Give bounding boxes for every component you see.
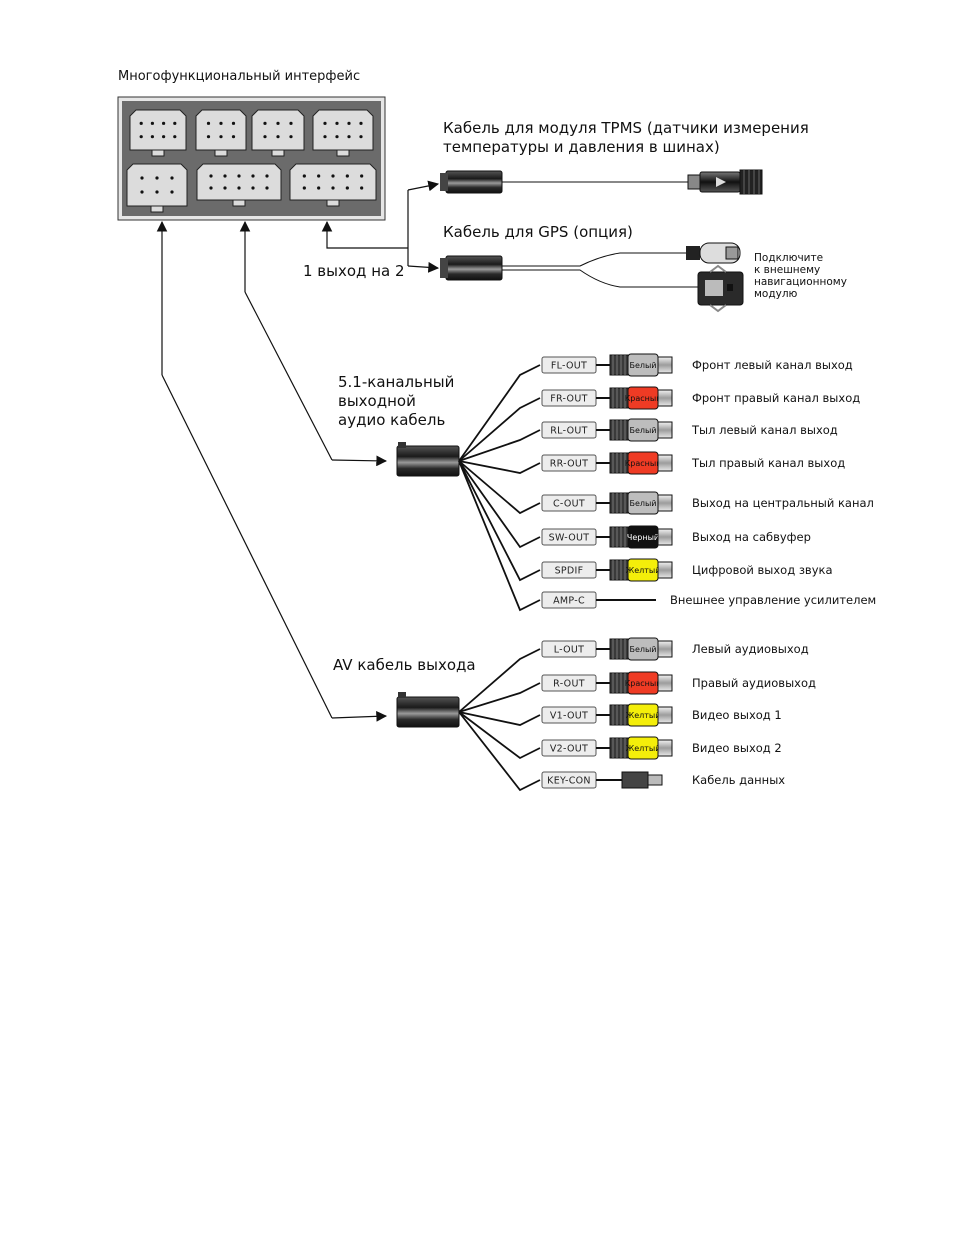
rca-color-name: Красный [625,459,662,468]
audio51-outputs-row-rl-out: RL-OUT Белый Тыл левый канал выход [458,418,838,462]
av-outputs-row-r-out: R-OUT Красный Правый аудиовыход [458,671,816,713]
av-outputs-row-v1-out: V1-OUT Желтый Видео выход 1 [458,703,782,727]
output-description: Тыл левый канал выход [691,423,838,437]
cable-tag: FR-OUT [550,394,587,405]
cable-tag: V2-OUT [550,744,588,755]
av-main-plug [396,692,460,728]
audio51-outputs: FL-OUT Белый Фронт левый канал выходFR-OUT… [458,353,876,612]
interface-title: Многофункциональный интерфейс [118,69,360,84]
rca-tip [657,739,673,757]
interface-connector-7 [289,163,377,207]
output-description: Тыл правый канал выход [691,456,845,470]
interface-connector-3 [251,109,305,157]
av-title: AV кабель выхода [333,656,476,674]
rca-tip [657,706,673,724]
rca-tip [657,528,673,546]
cable-tag: SPDIF [555,566,584,577]
interface-arrows [156,180,440,722]
cable-tag: FL-OUT [551,361,587,372]
cable-tag: L-OUT [554,645,585,656]
rca-tip [657,356,673,374]
rca-tip [657,561,673,579]
rca-color-name: Белый [629,361,656,370]
audio51-title-line1: 5.1-канальный [338,373,454,391]
audio51-outputs-row-fr-out: FR-OUT Красный Фронт правый канал выход [458,386,860,462]
cable-tag: RR-OUT [550,459,589,470]
rca-color-name: Белый [629,645,656,654]
output-description: Видео выход 2 [692,741,782,755]
output-description: Правый аудиовыход [692,676,816,690]
audio51-main-plug [396,442,460,477]
rca-color-name: Белый [629,499,656,508]
data-connector [621,771,649,789]
gps-title: Кабель для GPS (опция) [443,223,633,241]
gps-note-line3: навигационному [754,276,847,288]
interface-connector-5 [126,163,188,213]
rca-color-name: Желтый [626,566,661,575]
interface-connector-4 [312,109,374,157]
rca-color-name: Черный [627,533,659,542]
gps-note-line1: Подключите [754,252,823,264]
rca-color-name: Желтый [626,744,661,753]
gps-note-line4: модулю [754,288,798,300]
rca-color-name: Белый [629,426,656,435]
audio51-title-line3: аудио кабель [338,411,445,429]
gps-note: Подключите к внешнему навигационному мод… [754,252,847,300]
audio51-outputs-row-fl-out: FL-OUT Белый Фронт левый канал выход [458,353,853,462]
audio51-outputs-row-c-out: C-OUT Белый Выход на центральный канал [458,460,874,515]
multifunction-interface-block [117,96,386,221]
cable-tag: SW-OUT [549,533,590,544]
output-description: Выход на сабвуфер [692,530,811,544]
audio51-outputs-row-rr-out: RR-OUT Красный Тыл правый канал выход [458,451,845,475]
output-description: Фронт левый канал выход [692,358,853,372]
rca-tip [657,421,673,439]
audio51-title-line2: выходной [338,392,416,410]
output-description: Внешнее управление усилителем [670,593,876,607]
rca-tip [657,640,673,658]
cable-tag: R-OUT [553,679,585,690]
interface-connector-6 [196,163,282,207]
output-description: Видео выход 1 [692,708,782,722]
cable-tag: KEY-CON [547,776,591,787]
output-description: Выход на центральный канал [692,496,874,510]
splitter-label: 1 выход на 2 [303,262,405,280]
cable-tag: V1-OUT [550,711,588,722]
audio51-outputs-row-sw-out: SW-OUT Черный Выход на сабвуфер [458,460,811,549]
rca-tip [657,494,673,512]
output-description: Цифровой выход звука [692,563,833,577]
gps-cable [440,242,744,313]
output-description: Левый аудиовыход [692,642,809,656]
tpms-title-line2: температуры и давления в шинах) [443,138,720,156]
tpms-title-line1: Кабель для модуля TPMS (датчики измерени… [443,119,809,137]
cable-tag: C-OUT [553,499,585,510]
av-outputs-row-l-out: L-OUT Белый Левый аудиовыход [458,637,809,713]
av-outputs-row-key-con: KEY-CON Кабель данных [458,711,785,792]
rca-tip [657,389,673,407]
output-description: Фронт правый канал выход [692,391,860,405]
rca-tip [657,674,673,692]
gps-note-line2: к внешнему [754,264,820,276]
interface-connector-1 [129,109,187,157]
interface-connector-2 [195,109,247,157]
rca-color-name: Красный [625,679,662,688]
cable-tag: RL-OUT [550,426,587,437]
audio51-outputs-row-amp-c: AMP-C Внешнее управление усилителем [458,460,876,612]
audio51-outputs-row-spdif: SPDIF Желтый Цифровой выход звука [458,460,833,582]
cable-tag: AMP-C [553,596,585,607]
tpms-cable [440,169,763,195]
rca-color-name: Желтый [626,711,661,720]
rca-color-name: Красный [625,394,662,403]
rca-tip [657,454,673,472]
output-description: Кабель данных [692,773,785,787]
